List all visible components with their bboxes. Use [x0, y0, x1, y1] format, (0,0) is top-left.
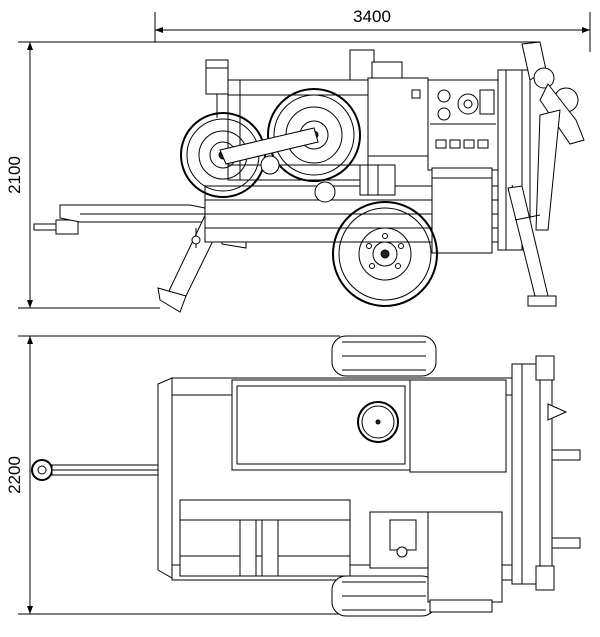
hydraulic-block-top — [369, 511, 503, 613]
engine-hood-top — [231, 379, 411, 471]
tension-pulley — [314, 181, 336, 203]
bull-wheel-drums-top — [179, 499, 351, 577]
tow-eye — [31, 459, 53, 481]
dimension-length: 3400 — [154, 7, 591, 52]
width-label: 2200 — [5, 456, 24, 494]
dimension-height: 2100 — [5, 41, 540, 309]
side-view — [33, 41, 585, 313]
main-wheel-side — [332, 201, 438, 307]
control-cabinet — [367, 77, 499, 171]
wheel-link-arm — [219, 127, 319, 165]
rear-frame-top — [511, 355, 581, 591]
wheel-top-upper — [331, 335, 437, 377]
engine-housing — [205, 49, 403, 181]
wheel-top-lower — [331, 575, 437, 617]
control-panel-top — [409, 379, 507, 473]
length-label: 3400 — [353, 7, 391, 26]
rear-support-leg — [507, 185, 557, 307]
rear-tower — [497, 41, 585, 301]
dimension-width: 2200 — [5, 335, 340, 615]
hydraulic-tank — [359, 164, 493, 254]
idler-pulley — [260, 155, 280, 175]
top-view — [31, 335, 581, 617]
drawbar — [33, 204, 241, 235]
height-label: 2100 — [5, 156, 24, 194]
